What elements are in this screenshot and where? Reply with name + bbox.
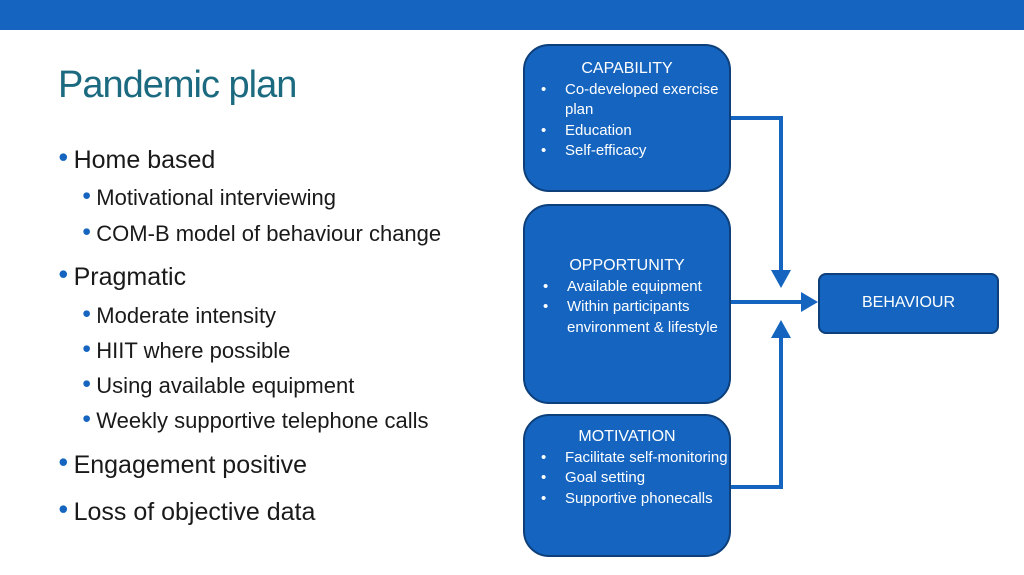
down-arrowhead-icon [771, 270, 791, 288]
bullet-dot-icon: ● [58, 497, 69, 518]
bullet-item-objective-data: ●Loss of objective data [58, 497, 316, 526]
behaviour-box: BEHAVIOUR [818, 273, 999, 334]
bullet-dot-icon: • [541, 489, 547, 507]
bullet-dot-icon: • [543, 298, 549, 315]
list-item: •Facilitate self-monitoring [541, 448, 729, 469]
bullet-dot-icon: ● [82, 186, 92, 204]
bullet-dot-icon: • [541, 80, 547, 98]
list-item: •Education [541, 121, 729, 142]
bullet-item-pragmatic: ●Pragmatic [58, 262, 187, 291]
bullet-item-engagement: ●Engagement positive [58, 450, 308, 479]
bullet-dot-icon: • [541, 121, 547, 139]
motivation-connector [731, 336, 783, 489]
capability-list: •Co-developed exercise plan •Education •… [525, 80, 729, 162]
up-arrowhead-icon [771, 320, 791, 338]
bullet-dot-icon: ● [58, 145, 69, 166]
bullet-item-motivational-interviewing: ●Motivational interviewing [82, 185, 336, 210]
list-item: •Co-developed exercise plan [541, 80, 719, 119]
bullet-item-available-equipment: ●Using available equipment [82, 373, 355, 398]
bullet-dot-icon: ● [82, 222, 92, 240]
list-item: •Supportive phonecalls [541, 489, 729, 510]
capability-connector [731, 116, 783, 272]
right-arrowhead-icon [801, 292, 818, 312]
motivation-heading: MOTIVATION [578, 428, 676, 445]
bullet-dot-icon: ● [82, 409, 92, 427]
bullet-item-com-b-model: ●COM-B model of behaviour change [82, 221, 442, 246]
bullet-dot-icon: ● [82, 339, 92, 357]
capability-heading: CAPABILITY [581, 60, 673, 77]
capability-box: CAPABILITY •Co-developed exercise plan •… [523, 44, 731, 192]
bullet-item-moderate-intensity: ●Moderate intensity [82, 303, 277, 328]
bullet-item-hiit: ●HIIT where possible [82, 338, 291, 363]
list-item: •Goal setting [541, 468, 729, 489]
motivation-list: •Facilitate self-monitoring •Goal settin… [525, 448, 729, 510]
list-item: •Available equipment [543, 277, 729, 298]
bullet-dot-icon: ● [82, 304, 92, 322]
behaviour-label: BEHAVIOUR [861, 294, 956, 312]
top-accent-bar [0, 0, 1024, 30]
motivation-box: MOTIVATION •Facilitate self-monitoring •… [523, 414, 731, 557]
bullet-item-telephone-calls: ●Weekly supportive telephone calls [82, 408, 429, 433]
bullet-item-home-based: ●Home based [58, 145, 216, 174]
bullet-dot-icon: ● [82, 374, 92, 392]
bullet-dot-icon: • [543, 277, 549, 295]
list-item: •Within participants environment & lifes… [543, 298, 718, 336]
bullet-dot-icon: • [541, 142, 547, 159]
bullet-dot-icon: • [541, 448, 547, 466]
list-item: •Self-efficacy [541, 141, 729, 162]
opportunity-list: •Available equipment •Within participant… [525, 277, 729, 339]
opportunity-heading: OPPORTUNITY [569, 257, 685, 274]
bullet-dot-icon: ● [58, 262, 69, 283]
slide-title: Pandemic plan [58, 64, 297, 106]
bullet-dot-icon: • [541, 469, 547, 486]
bullet-dot-icon: ● [58, 450, 69, 471]
opportunity-box: OPPORTUNITY •Available equipment •Within… [523, 204, 731, 404]
